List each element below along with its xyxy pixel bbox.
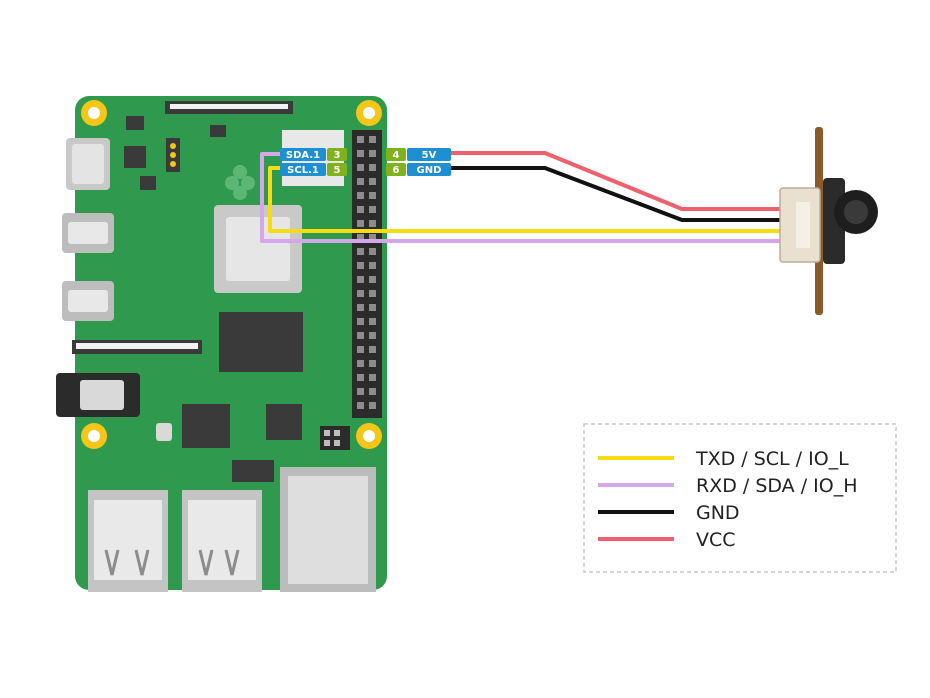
gnd-wire	[451, 166, 800, 222]
gpio-pin	[357, 360, 364, 367]
gpio-pin	[357, 164, 364, 171]
legend-item: VCC	[598, 529, 736, 551]
txd-wire	[268, 166, 800, 233]
legend-label: VCC	[696, 529, 736, 551]
gpio-pin	[357, 276, 364, 283]
gpio-pin	[357, 290, 364, 297]
pin5-label-tag	[280, 163, 326, 176]
pin-labels: SDA.1 3 SCL.1 5 4 5V 6 GND	[280, 148, 451, 176]
legend: TXD / SCL / IO_L RXD / SDA / IO_H GND VCC	[583, 423, 897, 573]
raspberry-pi-board	[56, 96, 387, 592]
gpio-pin	[357, 262, 364, 269]
gpio-pin	[357, 304, 364, 311]
gpio-pin	[369, 234, 376, 241]
gpio-pin	[357, 136, 364, 143]
rxd-wire	[260, 152, 800, 243]
legend-label: GND	[696, 502, 740, 524]
gpio-pin	[369, 262, 376, 269]
pin6-number-tag	[386, 163, 406, 176]
gpio-pin	[357, 178, 364, 185]
gpio-pin	[357, 248, 364, 255]
gpio-pin	[357, 388, 364, 395]
pin4-number: 4	[393, 150, 400, 161]
gpio-pin	[369, 220, 376, 227]
pin4-number-tag	[386, 148, 406, 161]
gpio-pin	[369, 192, 376, 199]
ram-chip	[219, 312, 303, 372]
gpio-pin	[357, 332, 364, 339]
mounting-hole-top-right	[356, 100, 382, 126]
gpio-pin	[369, 206, 376, 213]
pin6-label-tag	[407, 163, 451, 176]
gpio-pin	[369, 136, 376, 143]
gpio-pin	[369, 150, 376, 157]
gpio-pin	[357, 220, 364, 227]
gpio-pin	[369, 388, 376, 395]
pin6-label: GND	[417, 165, 442, 176]
gpio-pin	[357, 234, 364, 241]
gpio-pin	[369, 164, 376, 171]
mounting-hole-top-left	[81, 100, 107, 126]
gpio-pin	[357, 346, 364, 353]
pin4-label-tag	[407, 148, 451, 161]
pin3-number-tag	[327, 148, 347, 161]
gpio-pin	[369, 276, 376, 283]
gpio-pin	[369, 332, 376, 339]
gpio-pin	[369, 248, 376, 255]
pin3-label-tag	[280, 148, 326, 161]
mounting-hole-bottom-right	[356, 423, 382, 449]
mounting-hole-bottom-left	[81, 423, 107, 449]
legend-item: TXD / SCL / IO_L	[598, 448, 849, 470]
poe-header	[320, 426, 350, 450]
raspberry-logo	[225, 165, 255, 200]
legend-item: RXD / SDA / IO_H	[598, 475, 858, 497]
usb-controller-chip	[182, 404, 230, 448]
gpio-header	[352, 130, 382, 418]
pin3-label: SDA.1	[286, 150, 320, 161]
gpio-pin	[357, 192, 364, 199]
legend-item: GND	[598, 502, 740, 524]
pin5-number: 5	[334, 165, 341, 176]
pin3-number: 3	[334, 150, 341, 161]
gpio-pins	[357, 136, 376, 409]
gpio-pin	[369, 318, 376, 325]
gpio-pin	[369, 346, 376, 353]
pin6-number: 6	[393, 165, 400, 176]
pin5-number-tag	[327, 163, 347, 176]
servo-motor	[779, 127, 878, 315]
pin5-label: SCL.1	[287, 165, 319, 176]
gpio-pin	[369, 402, 376, 409]
gpio-pin	[369, 178, 376, 185]
vcc-wire	[451, 151, 800, 211]
gpio-pin	[357, 318, 364, 325]
legend-label: RXD / SDA / IO_H	[696, 475, 858, 497]
gpio-pin	[369, 290, 376, 297]
gpio-pin	[357, 402, 364, 409]
gpio-pin	[357, 374, 364, 381]
pin4-label: 5V	[422, 150, 437, 161]
legend-label: TXD / SCL / IO_L	[695, 448, 849, 470]
gpio-pin	[357, 150, 364, 157]
ethernet-controller-chip	[266, 404, 302, 440]
wires	[260, 151, 800, 243]
gpio-pin	[369, 374, 376, 381]
gpio-pin	[369, 360, 376, 367]
legend-frame	[583, 423, 897, 573]
gpio-pin	[369, 304, 376, 311]
gpio-pin	[357, 206, 364, 213]
